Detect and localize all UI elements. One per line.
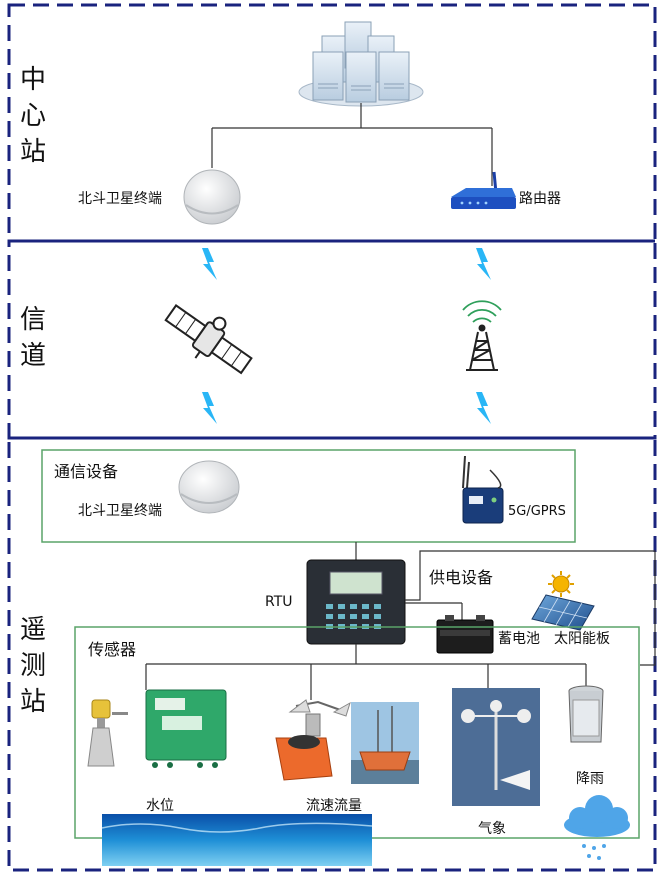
center-beidou-label: 北斗卫星终端 xyxy=(78,191,162,207)
center-network-lines xyxy=(211,103,493,186)
solar-panel-icon xyxy=(531,594,595,631)
rain-cloud-icon xyxy=(564,795,630,860)
sensor-bus-lines xyxy=(145,644,587,700)
router-icon xyxy=(451,171,516,209)
rtu-label: RTU xyxy=(265,594,293,610)
gprs-modem-icon xyxy=(462,455,504,524)
battery-icon xyxy=(436,615,494,654)
channel-border xyxy=(7,239,657,440)
water-level-controller-icon xyxy=(145,689,227,768)
satellite-icon xyxy=(164,304,253,375)
section-label-channel-text: 信 道 xyxy=(19,305,46,371)
sun-icon xyxy=(548,571,574,597)
rain-gauge-icon xyxy=(568,685,604,743)
lightning-icons xyxy=(202,248,491,424)
comm-device-title: 通信设备 xyxy=(54,462,119,481)
flow-boat-photo xyxy=(351,702,419,784)
sensor-title: 传感器 xyxy=(88,640,137,659)
section-label-center-text: 中 心 站 xyxy=(19,65,46,167)
comm-device-box xyxy=(41,449,576,543)
weather-label: 气象 xyxy=(478,821,506,837)
lightning-icon xyxy=(476,392,491,424)
lightning-icon xyxy=(476,248,491,280)
power-device-title: 供电设备 xyxy=(429,568,494,587)
radar-level-sensor-icon xyxy=(87,699,128,767)
radio-tower-icon xyxy=(462,300,502,371)
section-label-channel: 信 道 xyxy=(16,302,50,374)
water-image xyxy=(102,814,372,866)
rain-label: 降雨 xyxy=(576,771,604,787)
remote-station-border xyxy=(7,436,657,872)
beidou-terminal-icon-remote xyxy=(178,460,240,514)
section-label-remote: 遥 测 站 xyxy=(16,612,50,720)
server-icon xyxy=(298,21,424,107)
solar-label: 太阳能板 xyxy=(554,631,610,647)
remote-beidou-label: 北斗卫星终端 xyxy=(78,503,162,519)
battery-label: 蓄电池 xyxy=(498,631,540,647)
beidou-terminal-icon-center xyxy=(183,169,241,225)
section-label-remote-text: 遥 测 站 xyxy=(19,615,46,717)
lightning-icon xyxy=(202,248,217,280)
gprs-label: 5G/GPRS xyxy=(508,504,566,519)
router-label: 路由器 xyxy=(519,191,561,207)
flow-label: 流速流量 xyxy=(306,798,362,814)
lightning-icon xyxy=(202,392,217,424)
water-level-label: 水位 xyxy=(146,798,174,814)
section-label-center: 中 心 站 xyxy=(16,62,50,170)
flow-sensor-icon xyxy=(275,699,351,781)
anemometer-photo xyxy=(452,688,540,806)
rtu-device-icon xyxy=(306,559,406,645)
power-lines xyxy=(405,550,656,666)
